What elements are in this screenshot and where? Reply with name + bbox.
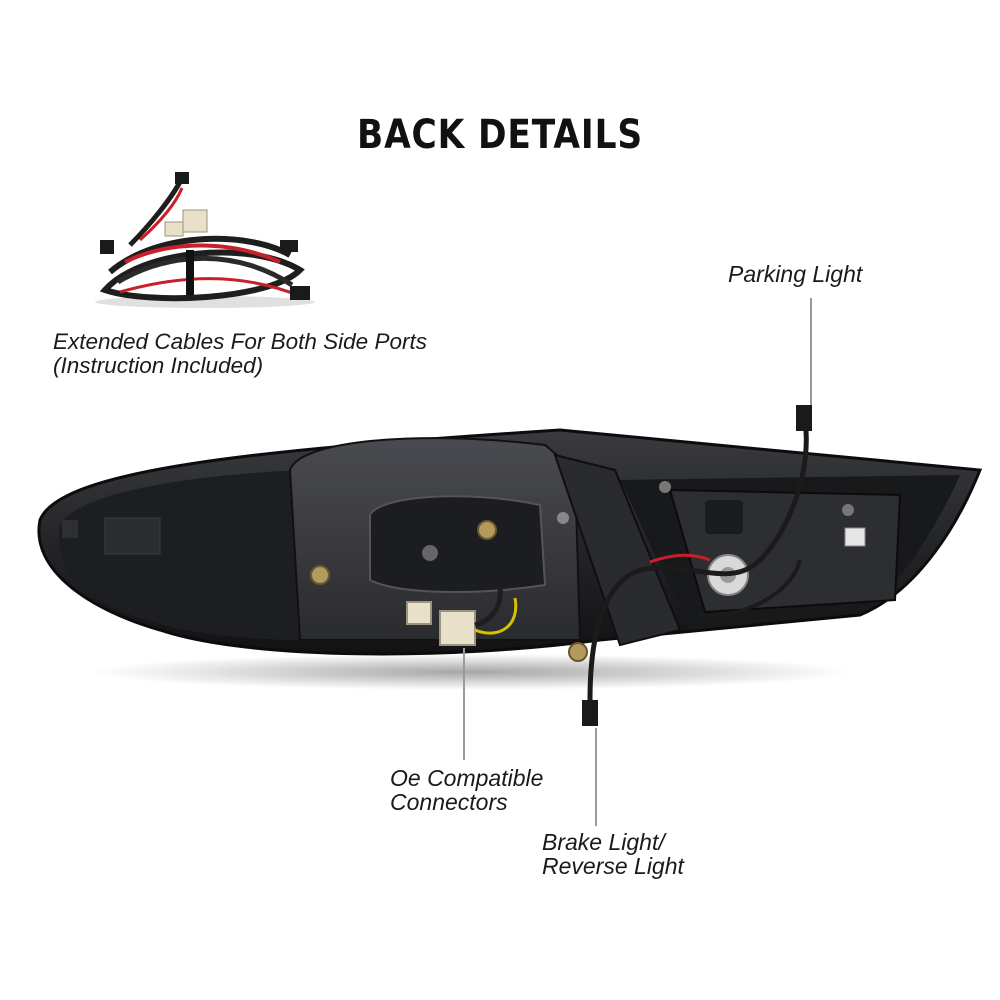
tail-light-housing [37, 405, 983, 726]
callout-brake-light: Brake Light/ Reverse Light [542, 830, 684, 878]
callout-extended-cables: Extended Cables For Both Side Ports (Ins… [53, 330, 427, 378]
ground-shadow [90, 654, 850, 690]
callout-parking-light-line1: Parking Light [728, 261, 863, 287]
callout-brake-light-line2: Reverse Light [542, 853, 684, 879]
callout-lines [463, 298, 812, 826]
callout-oe-connectors: Oe Compatible Connectors [390, 766, 543, 814]
callout-oe-connectors-line1: Oe Compatible [390, 765, 544, 791]
wiring-harness [95, 172, 315, 308]
callout-extended-cables-line2: (Instruction Included) [53, 353, 264, 378]
callout-brake-light-line1: Brake Light/ [542, 829, 665, 855]
callout-oe-connectors-line2: Connectors [390, 789, 508, 815]
page-title: BACK DETAILS [356, 112, 644, 158]
callout-parking-light: Parking Light [728, 262, 862, 286]
callout-extended-cables-line1: Extended Cables For Both Side Ports [53, 329, 427, 354]
